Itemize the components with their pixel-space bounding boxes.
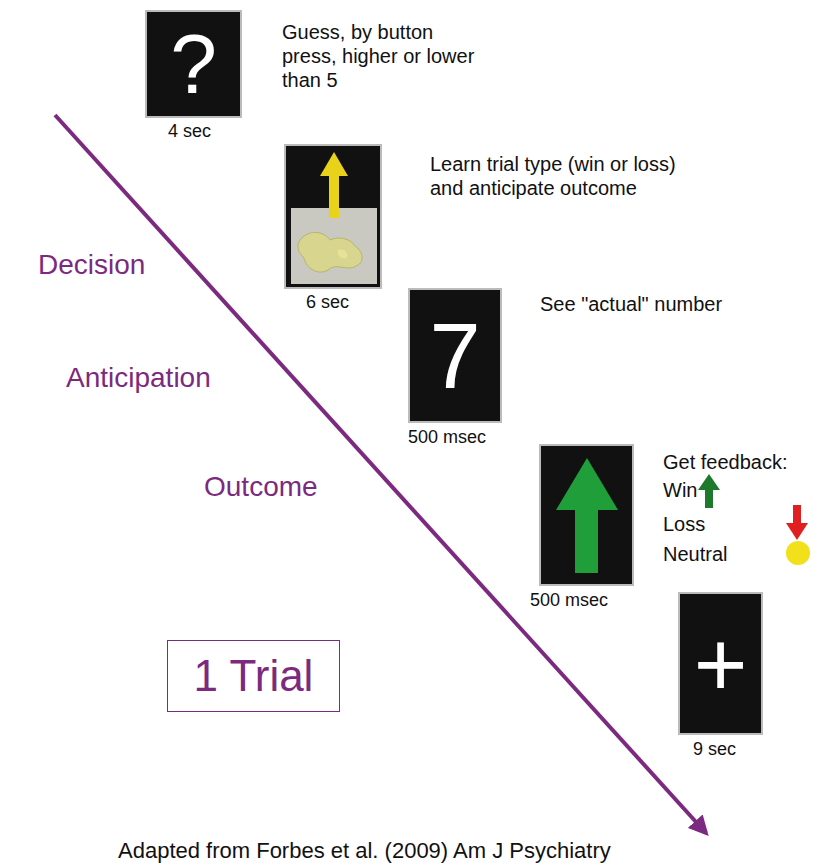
duration-label: 500 msec [530, 590, 640, 612]
phase-label: Decision [38, 248, 198, 282]
step-description: Guess, by button press, higher or lower … [282, 20, 487, 92]
node-text: 1 Trial [194, 654, 314, 698]
legend-text: Neutral [663, 542, 727, 566]
phase-label: Outcome [204, 470, 364, 504]
duration-label: 6 sec [306, 292, 386, 314]
duration-label: 4 sec [168, 121, 248, 143]
legend-text: Loss [663, 512, 705, 536]
step-description: Learn trial type (win or loss) and antic… [430, 152, 700, 200]
number-screen: 7 [408, 288, 502, 423]
duration-label: 9 sec [693, 739, 773, 761]
loss-arrow [793, 505, 801, 525]
phase-label: Anticipation [66, 361, 266, 395]
neutral-circle [786, 541, 810, 565]
duration-label: 500 msec [408, 427, 518, 449]
source-caption: Adapted from Forbes et al. (2009) Am J P… [118, 838, 611, 863]
win-arrow [705, 488, 713, 508]
fixation-screen: + [678, 592, 763, 735]
step-description: See "actual" number [540, 292, 780, 316]
loss-arrow-head [786, 523, 808, 540]
node-text: ? [170, 22, 217, 106]
decision-screen: ? [145, 10, 242, 118]
feedback-screen [540, 445, 633, 585]
win-arrow-head [698, 474, 720, 490]
timeline-arrow [55, 115, 706, 833]
trial-box: 1 Trial [167, 640, 340, 712]
node-text: + [694, 618, 748, 710]
legend-title: Get feedback: [663, 450, 828, 474]
legend-text: Win [663, 478, 697, 502]
node-text: 7 [429, 310, 480, 402]
anticipation-screen [285, 145, 381, 288]
